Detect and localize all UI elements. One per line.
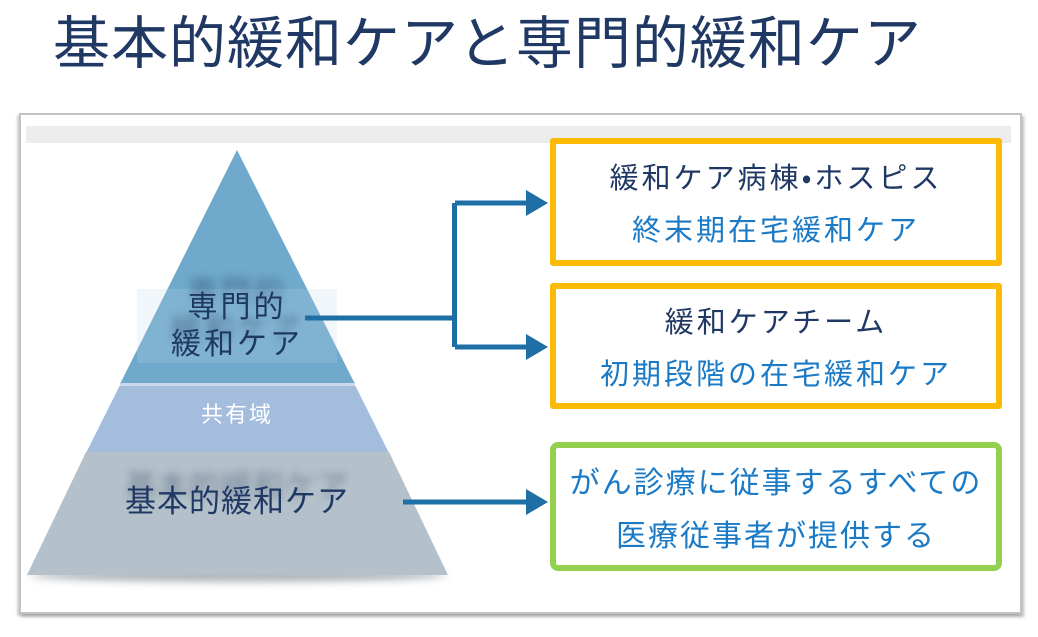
- specialized-care-label: 専門的 緩和ケア: [137, 289, 337, 363]
- pyramid-level-basic: [27, 452, 448, 575]
- basic-care-label: 基本的緩和ケア: [125, 484, 349, 519]
- info-box-palliative-team: 緩和ケアチーム 初期段階の在宅緩和ケア: [550, 283, 1002, 409]
- shared-area-label: 共有域: [200, 402, 273, 427]
- pyramid: [27, 150, 448, 575]
- info-box-line: がん診療に従事するすべての: [569, 466, 983, 500]
- specialized-care-label-line2: 緩和ケア: [171, 328, 303, 361]
- pyramid-level-shared: [86, 383, 389, 453]
- info-box-line: 医療従事者が提供する: [616, 520, 936, 554]
- info-box-hospice: 緩和ケア病棟・ホスピス 終末期在宅緩和ケア: [550, 138, 1002, 266]
- info-box-basic-care: がん診療に従事するすべての 医療従事者が提供する: [550, 442, 1002, 571]
- info-box-line: 初期段階の在宅緩和ケア: [599, 359, 952, 391]
- specialized-care-label-line1: 専門的: [187, 291, 287, 324]
- info-box-line: 終末期在宅緩和ケア: [631, 215, 920, 248]
- info-box-line: 緩和ケア病棟・ホスピス: [609, 162, 943, 195]
- info-box-line: 緩和ケアチーム: [664, 307, 888, 339]
- page-title: 基本的緩和ケアと専門的緩和ケア: [53, 12, 922, 76]
